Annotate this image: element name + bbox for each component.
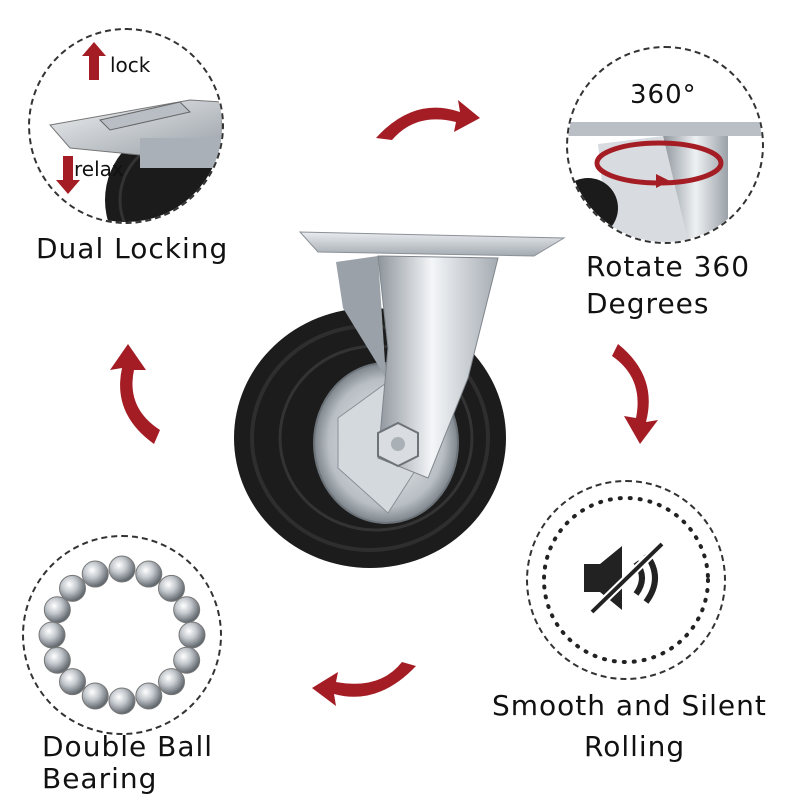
bearing-ball (157, 574, 185, 602)
silent-caption-line2: Rolling (584, 730, 686, 763)
bearing-caption-line2: Bearing (42, 762, 158, 795)
rotation-ring-icon (592, 136, 726, 190)
bearing-detail-bubble (22, 535, 222, 735)
relax-label: relax (74, 157, 124, 181)
dotted-ring (542, 496, 710, 664)
bearing-ball (59, 574, 87, 602)
bearing-caption-line1: Double Ball (42, 730, 214, 763)
bearing-ball (43, 596, 71, 624)
ball-bearing-ring (38, 555, 206, 715)
locking-detail-bubble (28, 28, 224, 224)
arrow-right-icon (370, 92, 482, 144)
rotate-caption-line1: Rotate 360 (586, 250, 751, 283)
lock-label: lock (110, 53, 151, 77)
rotate-caption-line2: Degrees (586, 287, 710, 320)
bearing-ball (178, 621, 206, 649)
relax-down-arrow-icon (56, 156, 80, 194)
lock-up-arrow-icon (82, 42, 106, 80)
bearing-ball (173, 596, 201, 624)
locking-caption: Dual Locking (36, 232, 229, 265)
caster-wheel-image (228, 228, 568, 568)
arrow-up-icon (106, 342, 162, 450)
bearing-ball (43, 646, 71, 674)
bearing-ball (157, 668, 185, 696)
arrow-left-icon (310, 660, 422, 716)
bearing-ball (81, 560, 109, 588)
degree-label: 360° (630, 80, 697, 110)
bearing-ball (59, 668, 87, 696)
bearing-ball (108, 687, 136, 715)
bearing-ball (108, 555, 136, 583)
bearing-ball (81, 682, 109, 710)
bearing-ball (173, 646, 201, 674)
bearing-ball (135, 682, 163, 710)
arrow-down-icon (610, 338, 666, 448)
mute-speaker-icon (584, 540, 666, 616)
bearing-ball (38, 621, 66, 649)
silent-caption-line1: Smooth and Silent (492, 689, 767, 722)
bearing-ball (135, 560, 163, 588)
